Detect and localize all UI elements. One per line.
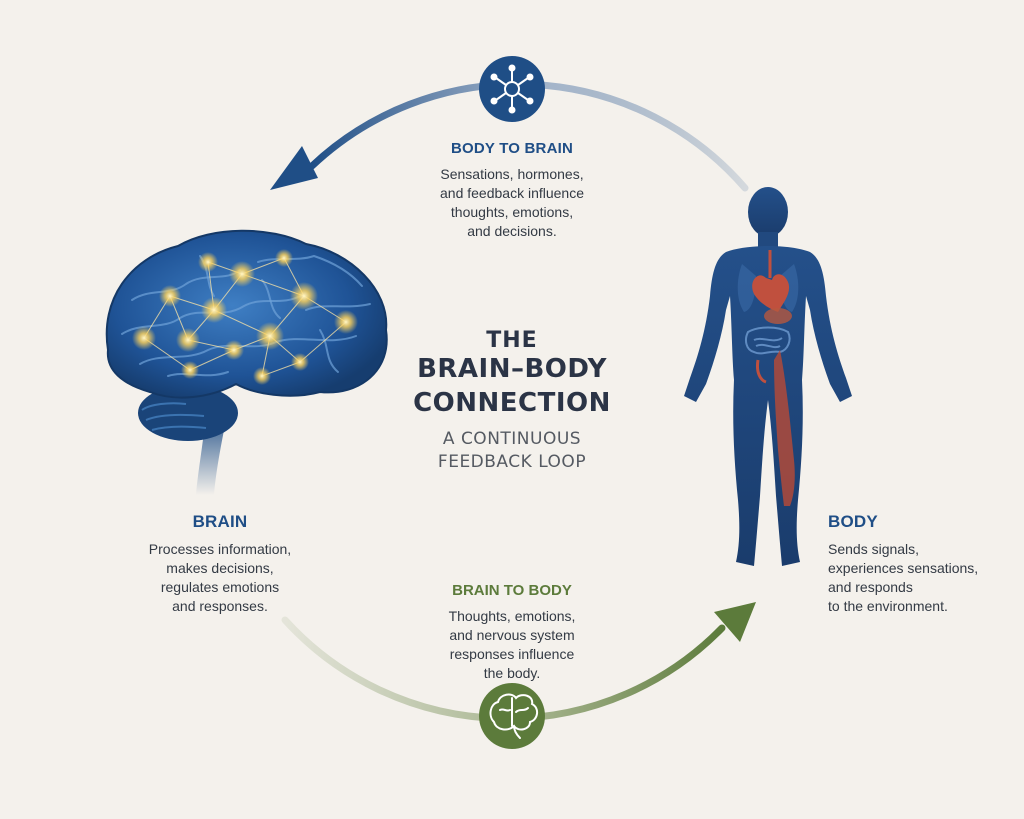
description-line: and decisions. — [467, 223, 557, 239]
body-description: Sends signals, experiences sensations, a… — [828, 540, 1018, 616]
title-line-2: CONNECTION — [413, 388, 611, 418]
neuron-nodes — [132, 249, 358, 385]
page-subtitle: A CONTINUOUS FEEDBACK LOOP — [392, 428, 632, 474]
brain-heading: BRAIN — [192, 512, 248, 531]
title-prefix: THE — [486, 328, 538, 353]
description-line: and responds — [828, 579, 913, 595]
body-to-brain-heading: BODY TO BRAIN — [450, 140, 574, 157]
body-to-brain-description: Sensations, hormones, and feedback influ… — [392, 165, 632, 241]
description-line: experiences sensations, — [828, 560, 979, 576]
description-line: and feedback influence — [440, 185, 584, 201]
brain-description: Processes information, makes decisions, … — [130, 540, 310, 616]
subtitle-line-1: A CONTINUOUS — [442, 429, 582, 449]
description-line: Sends signals, — [828, 541, 920, 557]
brain-to-body-block: BRAIN TO BODY Thoughts, emotions, and ne… — [392, 582, 632, 683]
description-line: responses influence — [449, 646, 575, 662]
subtitle-line-2: FEEDBACK LOOP — [437, 452, 587, 472]
brain-outline-icon — [479, 683, 545, 749]
human-body-illustration — [684, 187, 852, 566]
description-line: regulates emotions — [160, 579, 280, 595]
brain-illustration — [105, 229, 388, 495]
brain-to-body-heading: BRAIN TO BODY — [452, 582, 572, 599]
description-line: Thoughts, emotions, — [448, 608, 576, 624]
description-line: Sensations, hormones, — [440, 166, 584, 182]
body-to-brain-block: BODY TO BRAIN Sensations, hormones, and … — [392, 140, 632, 241]
description-line: Processes information, — [148, 541, 292, 557]
description-line: and nervous system — [449, 627, 575, 643]
description-line: and responses. — [172, 598, 268, 614]
page-title: BRAIN–BODY CONNECTION — [380, 352, 644, 420]
brain-to-body-description: Thoughts, emotions, and nervous system r… — [392, 607, 632, 683]
description-line: the body. — [483, 665, 541, 681]
title-line-1: BRAIN–BODY — [417, 354, 607, 384]
body-heading: BODY — [828, 512, 878, 531]
description-line: makes decisions, — [166, 560, 274, 576]
network-icon — [479, 56, 545, 122]
description-line: thoughts, emotions, — [450, 204, 574, 220]
brain-block: BRAIN Processes information, makes decis… — [130, 512, 310, 616]
body-block: BODY Sends signals, experiences sensatio… — [828, 512, 1018, 616]
description-line: to the environment. — [828, 598, 948, 614]
